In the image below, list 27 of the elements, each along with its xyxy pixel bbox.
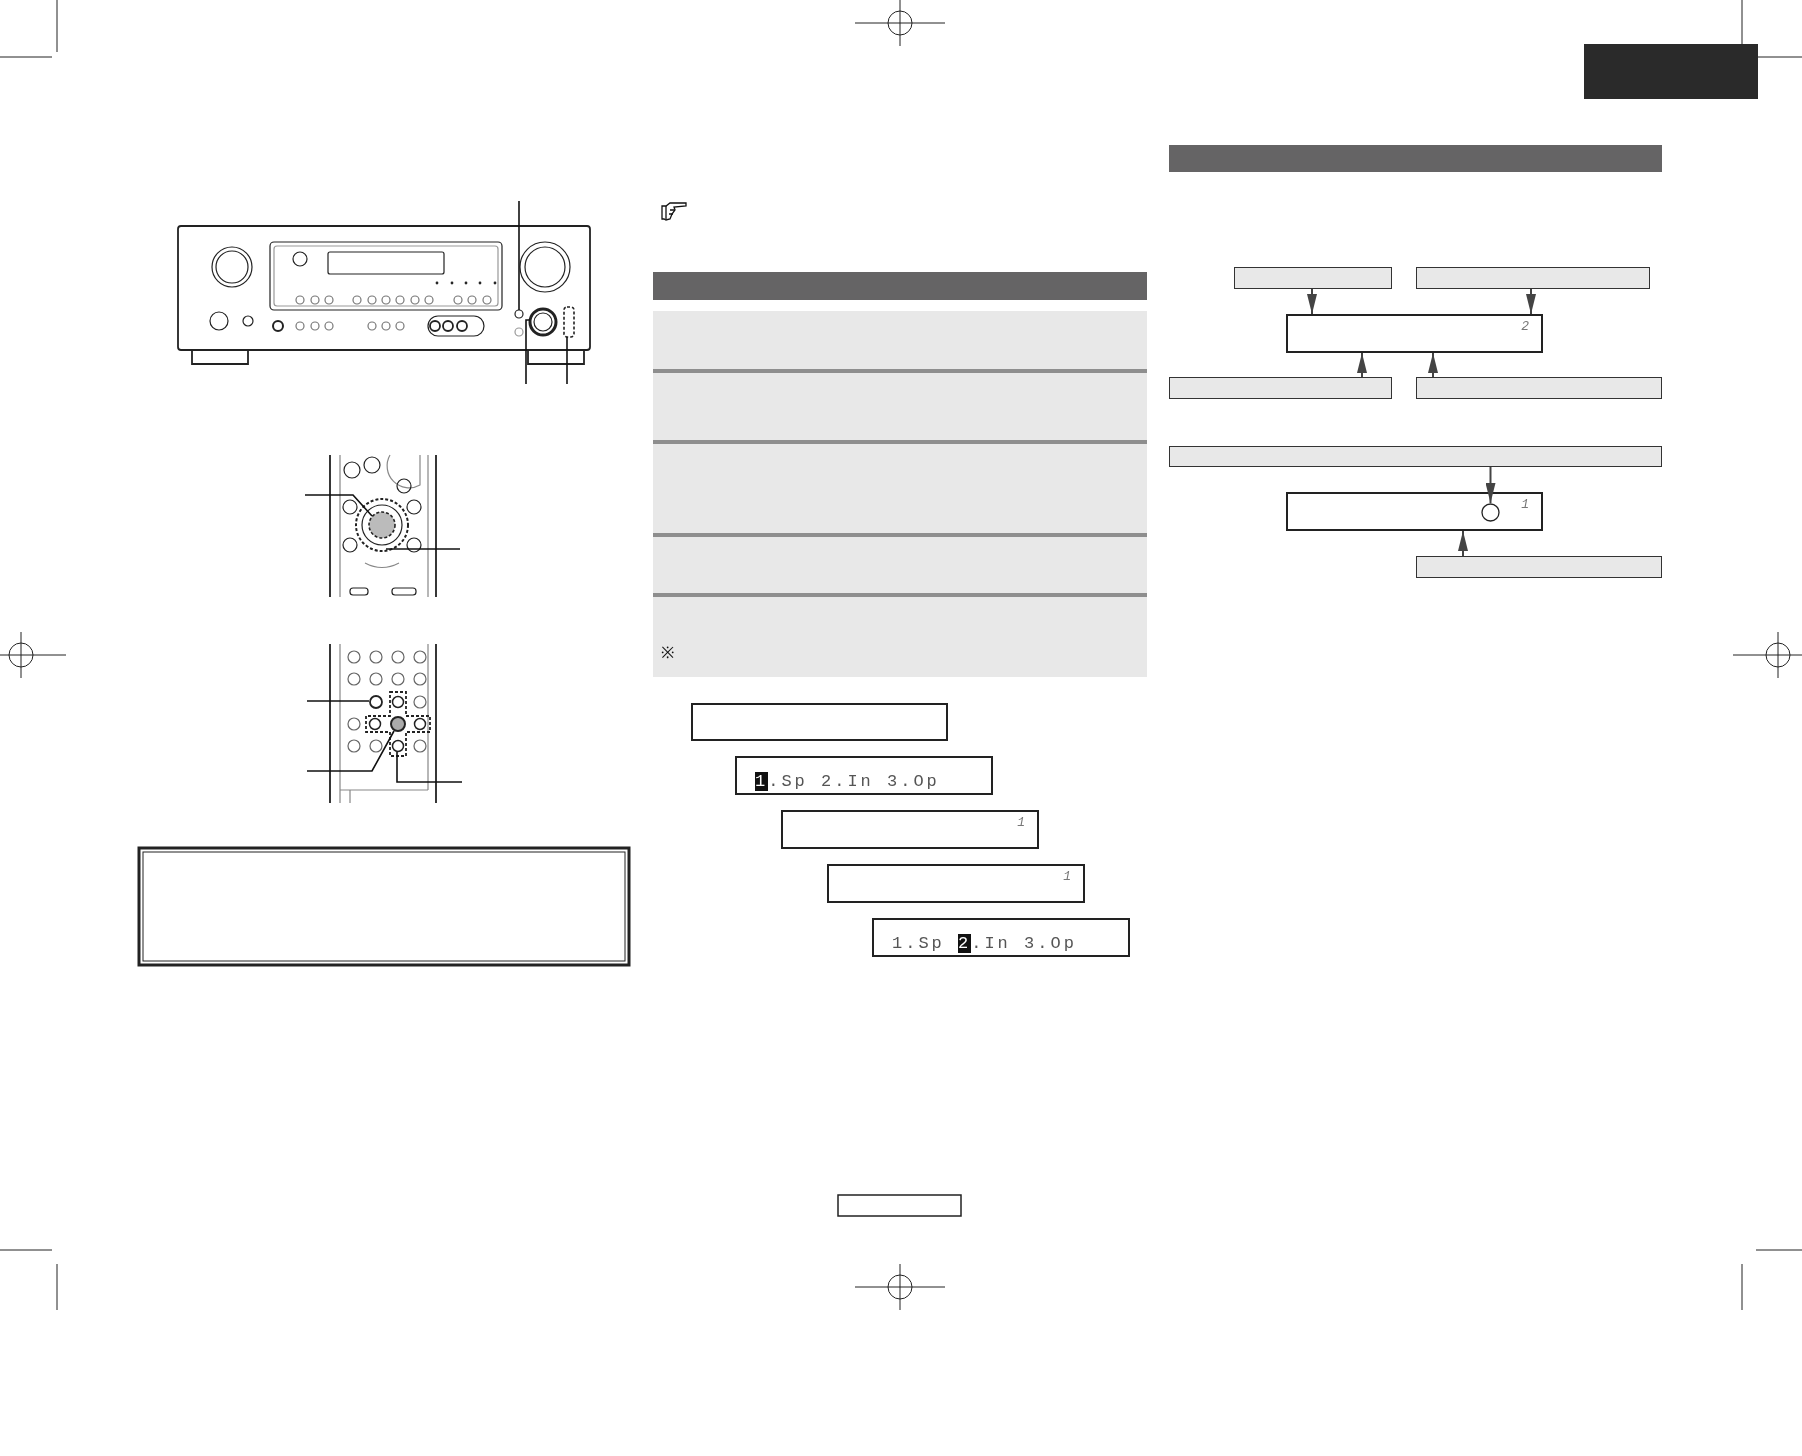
arrow xyxy=(1458,530,1468,557)
flow-box xyxy=(1416,556,1662,578)
arrow xyxy=(1307,288,1317,315)
display-text: 1.Sp 2.In 3.Op xyxy=(892,934,1077,953)
display-panel xyxy=(691,703,948,741)
display-digit: 2 xyxy=(1521,319,1529,334)
note-mark: ※ xyxy=(661,643,674,663)
flow-box xyxy=(1416,267,1650,289)
flow-box xyxy=(1416,377,1662,399)
flow-box xyxy=(1169,446,1662,467)
display-text: 1.Sp 2.In 3.Op xyxy=(755,772,940,791)
flow-box xyxy=(1169,377,1392,399)
display-panel xyxy=(827,864,1085,903)
display-digit: 1 xyxy=(1063,869,1071,884)
display-panel xyxy=(735,756,993,795)
flow-box xyxy=(1234,267,1392,289)
display-panel xyxy=(1286,314,1543,353)
display-digit: 1 xyxy=(1017,815,1025,830)
display-panel xyxy=(872,918,1130,957)
arrow xyxy=(1357,352,1367,378)
arrow xyxy=(1428,352,1438,378)
display-panel xyxy=(781,810,1039,849)
indicator-circle xyxy=(1481,503,1500,522)
arrow xyxy=(1526,288,1536,315)
arrow xyxy=(1485,466,1496,504)
display-digit: 1 xyxy=(1521,497,1529,512)
display-panel xyxy=(1286,492,1543,531)
